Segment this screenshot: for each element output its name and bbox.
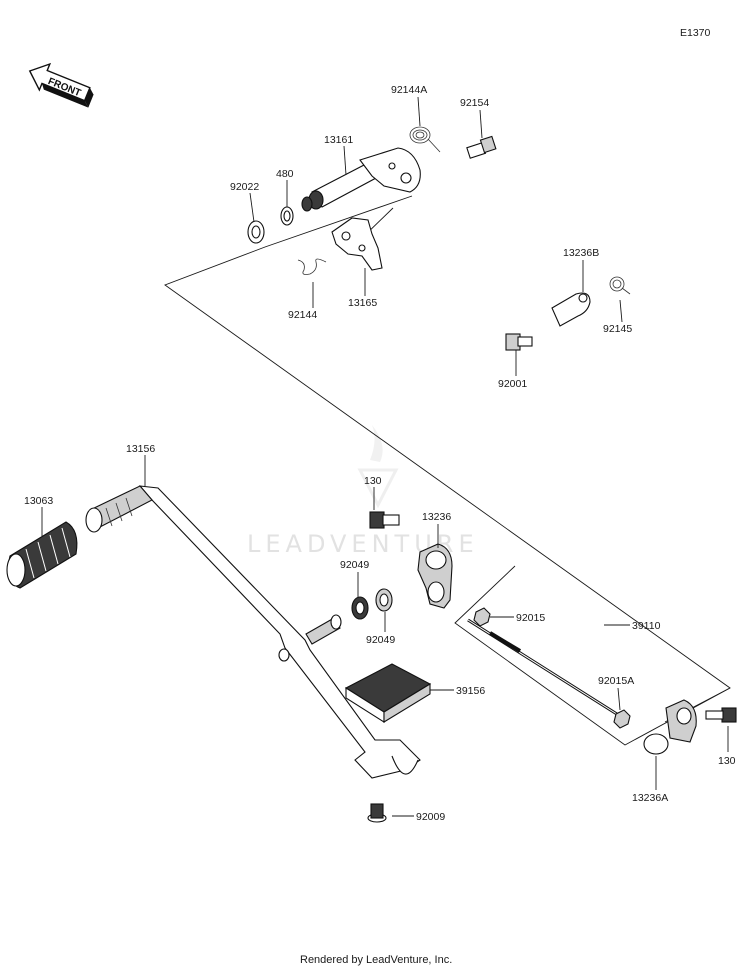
- spring-92144A: [409, 126, 441, 153]
- callout-13063: 13063: [24, 495, 53, 507]
- callout-13236B: 13236B: [563, 247, 599, 259]
- bolt-92009: [367, 803, 387, 823]
- spring-92145: [609, 276, 631, 295]
- leader-lines: [41, 96, 729, 817]
- bolt-92001: [505, 333, 533, 351]
- bolt-130-top: [369, 511, 400, 529]
- pin-92154: [466, 135, 497, 159]
- washer-92049-a: [351, 596, 369, 620]
- washer-92022: [247, 220, 265, 244]
- callout-92022: 92022: [230, 181, 259, 193]
- spring-92144: [297, 258, 327, 275]
- lever-13236: [417, 543, 453, 609]
- circlip-480: [280, 206, 294, 226]
- callout-92049-a: 92049: [340, 559, 369, 571]
- callout-480: 480: [276, 168, 294, 180]
- callout-92154: 92154: [460, 97, 489, 109]
- pedal-pad-39156: [344, 663, 432, 723]
- front-direction-arrow: FRONT: [28, 62, 94, 108]
- callout-92001: 92001: [498, 378, 527, 390]
- callout-92015: 92015: [516, 612, 545, 624]
- callout-13236A: 13236A: [632, 792, 668, 804]
- diagram-code: E1370: [680, 27, 711, 39]
- brake-pedal-13156: [85, 485, 421, 779]
- joint-13236A: [643, 699, 697, 755]
- reference-lines: [164, 195, 731, 746]
- callout-92144: 92144: [288, 309, 317, 321]
- nut-92015A: [613, 709, 631, 729]
- callout-labels: 92144A 92154 13161 480 92022 92144 13165…: [24, 84, 736, 823]
- callout-130-top: 130: [364, 475, 382, 487]
- callout-13236: 13236: [422, 511, 451, 523]
- footer-credit: Rendered by LeadVenture, Inc.: [300, 954, 452, 966]
- callout-92009: 92009: [416, 811, 445, 823]
- callout-13165: 13165: [348, 297, 377, 309]
- watermark-logo: [357, 425, 399, 509]
- callout-13161: 13161: [324, 134, 353, 146]
- callout-92015A: 92015A: [598, 675, 634, 687]
- bolt-130-right: [705, 707, 737, 723]
- callout-92144A: 92144A: [391, 84, 427, 96]
- pedal-rubber-13063: [6, 521, 78, 589]
- shift-shaft-13161: [301, 147, 421, 212]
- callout-13156: 13156: [126, 443, 155, 455]
- arm-13236B: [551, 292, 591, 327]
- shift-plate-13165: [331, 217, 383, 271]
- washer-92049-b: [375, 588, 393, 612]
- callout-39156: 39156: [456, 685, 485, 697]
- callout-92145: 92145: [603, 323, 632, 335]
- tie-rod-39110: [467, 618, 621, 718]
- callout-92049-b: 92049: [366, 634, 395, 646]
- nut-92015: [473, 607, 491, 627]
- callout-130-right: 130: [718, 755, 736, 767]
- pivot-shaft: [305, 614, 342, 645]
- callout-39110: 39110: [632, 620, 661, 632]
